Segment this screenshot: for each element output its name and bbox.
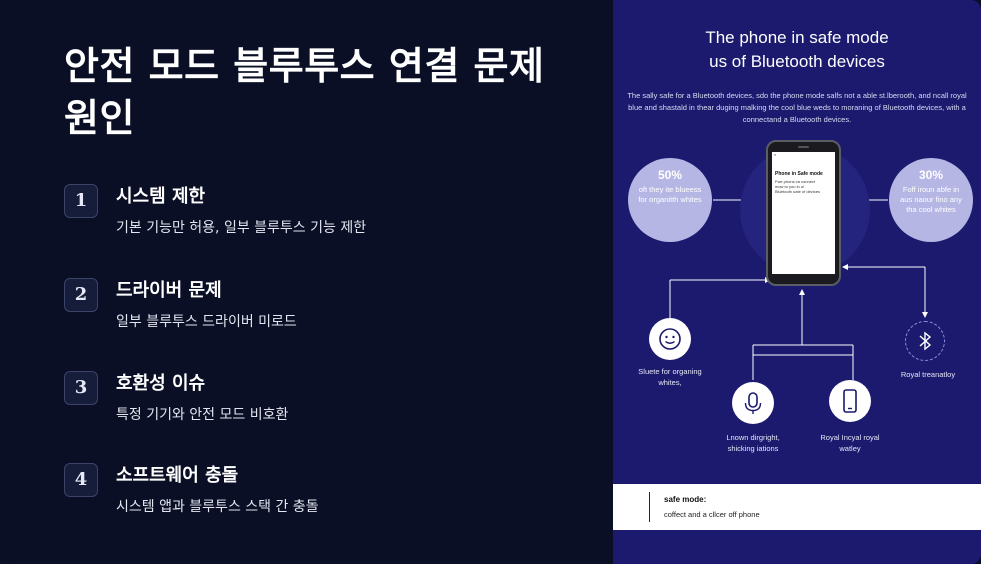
phone-icon xyxy=(843,389,857,413)
stat-text: Foff iroun abfe in aus naour fino any th… xyxy=(900,185,962,214)
item-title: 호환성 이슈 xyxy=(116,373,206,394)
bluetooth-node-label: Royal treanatloy xyxy=(900,370,956,379)
phone-screen: × Phone in Safe mode Fwe phons ca connec… xyxy=(772,152,835,274)
stat-text: oft they ite blueess for organitth white… xyxy=(638,185,702,204)
phone-screen-text: Fwe phons ca connect mow to you in ui Bl… xyxy=(775,179,820,194)
item-description: 특정 기기와 안전 모드 비호환 xyxy=(116,407,289,423)
caption-title: safe mode: xyxy=(664,495,707,504)
stat-percent: 50% xyxy=(657,168,683,182)
item-number: 1 xyxy=(64,184,98,218)
slide-title: 안전 모드 블루투스 연결 문제 원인 xyxy=(64,44,545,140)
infographic-title-line2: us of Bluetooth devices xyxy=(709,52,885,71)
infographic-image: The phone in safe mode us of Bluetooth d… xyxy=(613,0,981,564)
item-description: 시스템 앱과 블루투스 스택 간 충돌 xyxy=(116,499,319,515)
infographic-title-line1: The phone in safe mode xyxy=(705,28,889,47)
item-number: 2 xyxy=(64,278,98,312)
face-node-label: Sluete for organing whites, xyxy=(638,367,702,387)
phone-screen-title: Phone in Safe mode xyxy=(775,171,823,177)
item-description: 기본 기능만 허용, 일부 블루투스 기능 제한 xyxy=(116,220,367,236)
phone-illustration: × Phone in Safe mode Fwe phons ca connec… xyxy=(766,140,841,286)
caption-text: coffect and a cllcer off phone xyxy=(664,510,760,519)
item-title: 시스템 제한 xyxy=(116,186,206,207)
item-description: 일부 블루투스 드라이버 미로드 xyxy=(116,314,297,330)
face-icon xyxy=(659,328,681,350)
bluetooth-node xyxy=(905,321,945,361)
phone-speaker xyxy=(798,146,809,148)
infographic-description: The sally safe for a Bluetooth devices, … xyxy=(627,91,967,124)
phone-node xyxy=(829,380,871,422)
caption-divider xyxy=(649,492,650,522)
item-number: 3 xyxy=(64,371,98,405)
stat-circle-left: 50% oft they ite blueess for organitth w… xyxy=(628,158,712,242)
item-title: 드라이버 문제 xyxy=(116,280,222,301)
stat-circle-right: 30% Foff iroun abfe in aus naour fino an… xyxy=(889,158,973,242)
microphone-node xyxy=(732,382,774,424)
phone-node-label: Royal Incyal royal watley xyxy=(820,433,880,453)
bluetooth-icon xyxy=(919,331,932,351)
item-number: 4 xyxy=(64,463,98,497)
infographic-title: The phone in safe mode us of Bluetooth d… xyxy=(613,26,981,74)
connector-lines xyxy=(669,197,928,380)
bottom-caption-bar: safe mode: coffect and a cllcer off phon… xyxy=(613,484,981,530)
item-title: 소프트웨어 충돌 xyxy=(116,465,239,486)
microphone-icon xyxy=(744,392,762,414)
microphone-node-label: Lnown dirgright, shicking iations xyxy=(726,433,780,453)
stat-percent: 30% xyxy=(918,168,944,182)
face-node xyxy=(649,318,691,360)
phone-status-bar: × xyxy=(774,152,777,157)
